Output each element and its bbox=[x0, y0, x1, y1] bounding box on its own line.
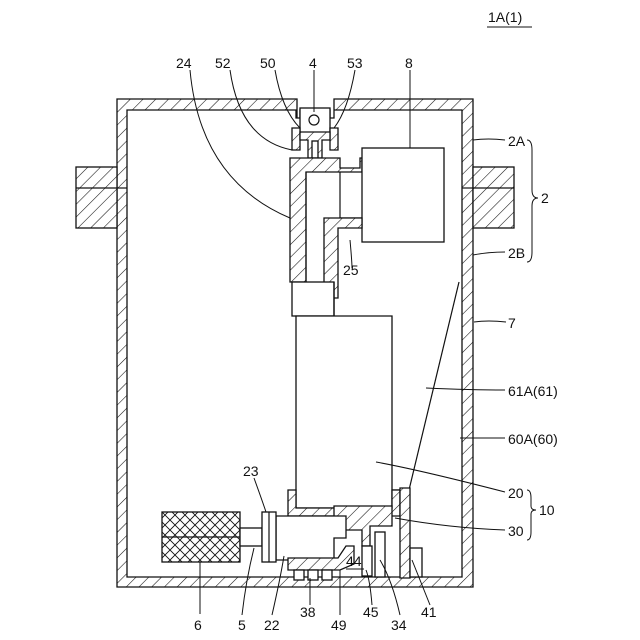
title-label: 1A(1) bbox=[488, 9, 522, 25]
housing-22 bbox=[276, 516, 354, 580]
nub-38c bbox=[322, 570, 332, 580]
label-24: 24 bbox=[176, 55, 192, 71]
label-30: 30 bbox=[508, 523, 524, 539]
label-8: 8 bbox=[405, 55, 413, 71]
label-52: 52 bbox=[215, 55, 231, 71]
label-5: 5 bbox=[238, 617, 246, 633]
label-49: 49 bbox=[331, 617, 347, 633]
wall-41 bbox=[400, 488, 410, 578]
label-53: 53 bbox=[347, 55, 363, 71]
label-34: 34 bbox=[391, 617, 407, 633]
right-flange bbox=[473, 167, 514, 228]
label-23: 23 bbox=[243, 463, 259, 479]
pump-body-20 bbox=[292, 282, 392, 508]
line-61A bbox=[409, 282, 459, 490]
label-44: 44 bbox=[346, 553, 362, 569]
label-61A: 61A(61) bbox=[508, 383, 558, 399]
nub-38a bbox=[294, 570, 304, 580]
component-8 bbox=[362, 148, 444, 242]
label-7: 7 bbox=[508, 315, 516, 331]
seal-52 bbox=[292, 128, 300, 150]
left-flange bbox=[76, 167, 117, 228]
label-2A: 2A bbox=[508, 133, 526, 149]
top-connector bbox=[292, 108, 338, 158]
motor-6 bbox=[162, 512, 276, 562]
label-50: 50 bbox=[260, 55, 276, 71]
label-20: 20 bbox=[508, 485, 524, 501]
label-38: 38 bbox=[300, 604, 316, 620]
shaft-5 bbox=[240, 528, 262, 546]
part-41 bbox=[410, 548, 422, 577]
label-10: 10 bbox=[539, 502, 555, 518]
label-4: 4 bbox=[309, 55, 317, 71]
label-60A: 60A(60) bbox=[508, 431, 558, 447]
label-45: 45 bbox=[363, 604, 379, 620]
label-2: 2 bbox=[541, 190, 549, 206]
part-34 bbox=[375, 532, 385, 577]
label-6: 6 bbox=[194, 617, 202, 633]
label-25: 25 bbox=[343, 262, 359, 278]
label-22: 22 bbox=[264, 617, 280, 633]
label-41: 41 bbox=[421, 604, 437, 620]
seal-53 bbox=[330, 128, 338, 150]
label-2B: 2B bbox=[508, 245, 525, 261]
